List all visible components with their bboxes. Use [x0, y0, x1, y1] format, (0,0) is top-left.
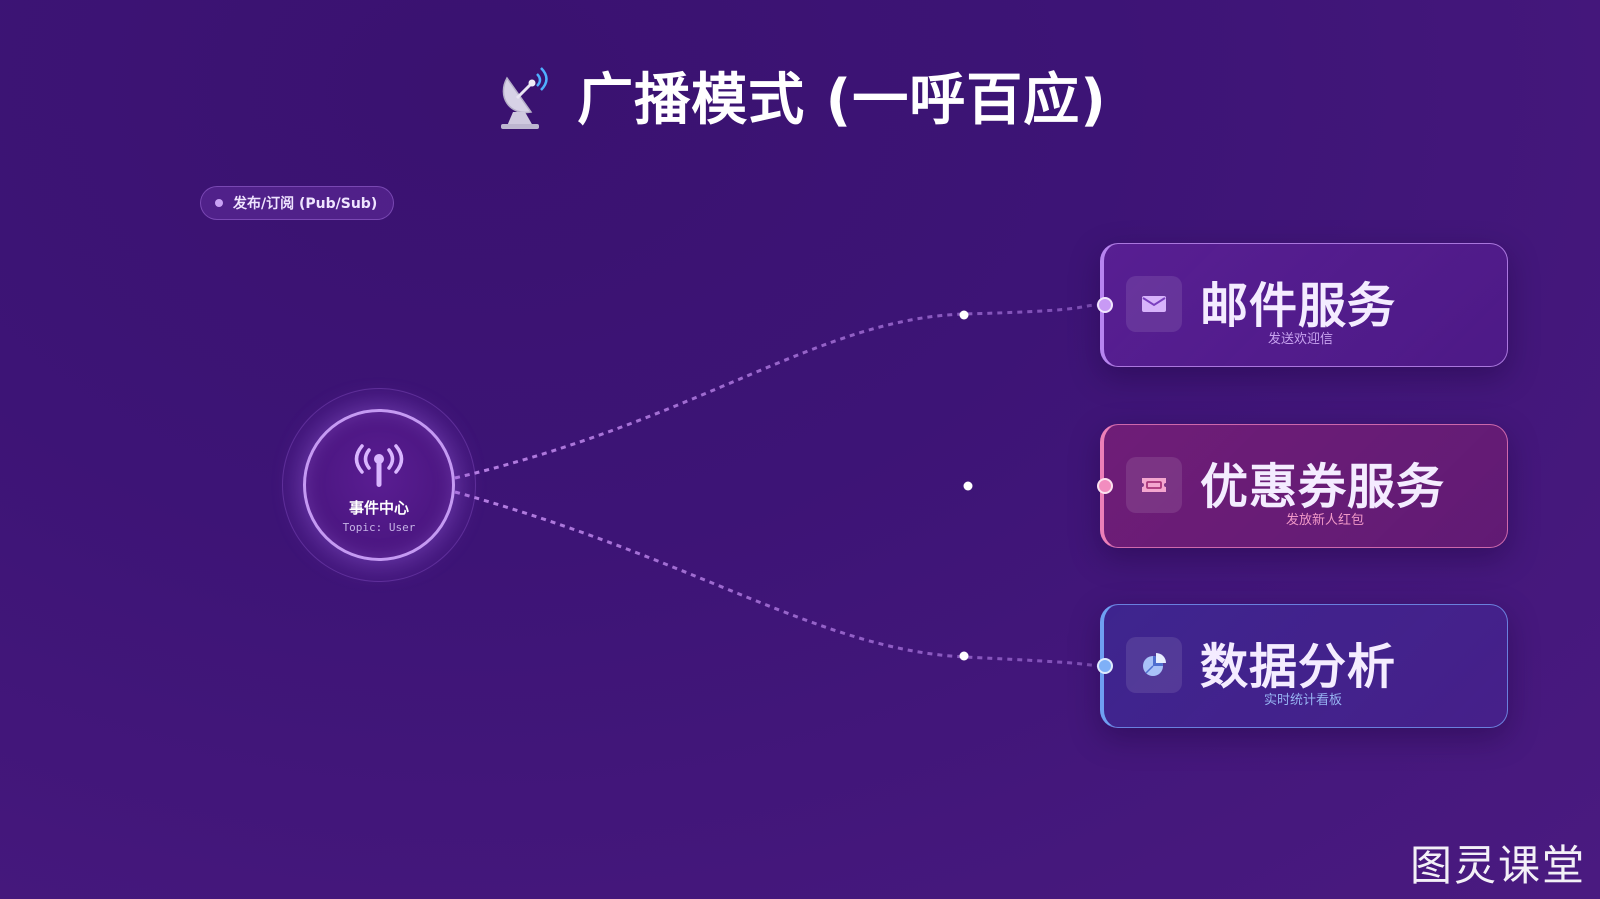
port-mail: [1097, 297, 1113, 313]
card-subtitle: 发放新人红包: [1286, 513, 1365, 528]
subscriber-card-analytics[interactable]: 数据分析 实时统计看板: [1100, 604, 1508, 728]
card-title: 数据分析: [1200, 639, 1397, 695]
card-title: 优惠券服务: [1200, 459, 1446, 515]
packet-dot-coupon: [963, 481, 973, 491]
page-title: 广播模式 (一呼百应): [577, 67, 1107, 133]
link-to-analytics: [454, 490, 1105, 668]
card-icon-box: [1126, 637, 1182, 693]
port-coupon: [1097, 478, 1113, 494]
badge-label: 发布/订阅 (Pub/Sub): [233, 196, 378, 212]
title-row: 广播模式 (一呼百应): [0, 50, 1600, 140]
packet-dot-mail: [959, 310, 969, 320]
event-hub[interactable]: 事件中心 Topic: User: [303, 409, 455, 561]
card-icon-box: [1126, 276, 1182, 332]
subscriber-card-coupon[interactable]: 优惠券服务 发放新人红包: [1100, 424, 1508, 548]
pub-sub-badge: 发布/订阅 (Pub/Sub): [200, 186, 395, 220]
card-subtitle: 发送欢迎信: [1268, 332, 1334, 347]
card-title: 邮件服务: [1200, 278, 1397, 334]
badge-dot: [215, 199, 223, 207]
hub-topic: Topic: User: [342, 520, 416, 534]
hub-label: 事件中心: [348, 498, 409, 517]
card-subtitle: 实时统计看板: [1264, 693, 1343, 708]
watermark: 图灵课堂: [1409, 841, 1586, 890]
ticket-icon: [1142, 478, 1166, 492]
packet-dot-analytics: [959, 651, 969, 661]
port-analytics: [1097, 658, 1113, 674]
pie-chart-icon: [1143, 653, 1166, 676]
envelope-icon: [1142, 296, 1166, 312]
antenna-broadcast-icon: [354, 443, 404, 487]
card-icon-box: [1126, 457, 1182, 513]
satellite-dish-icon: [501, 67, 548, 129]
link-to-mail: [454, 303, 1105, 480]
subscriber-card-mail[interactable]: 邮件服务 发送欢迎信: [1100, 243, 1508, 367]
